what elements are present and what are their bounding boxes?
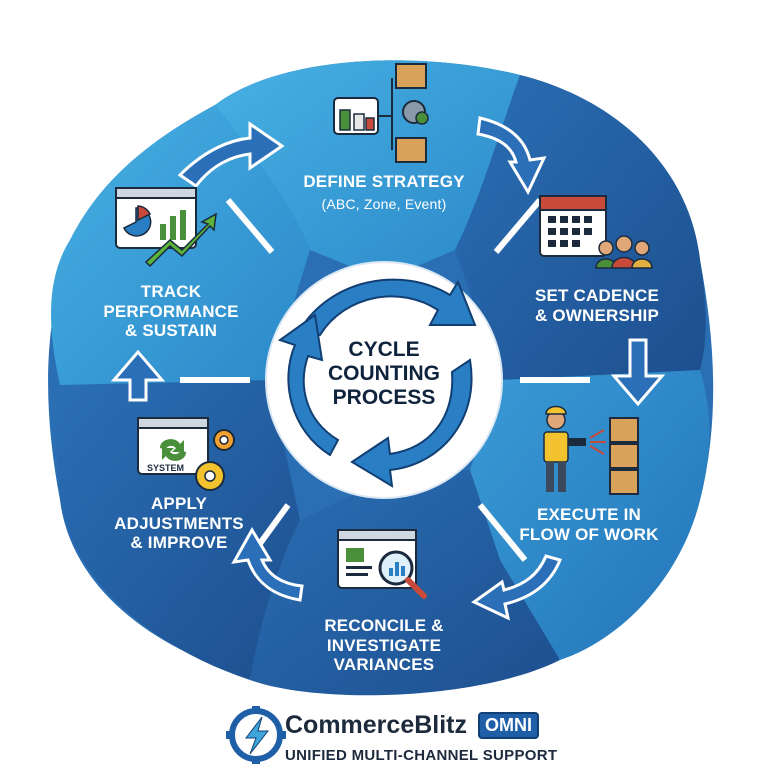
- step-define-subtitle: (ABC, Zone, Event): [321, 195, 447, 212]
- step-track-line3: & SUSTAIN: [124, 321, 218, 341]
- step-reconcile-line3: VARIANCES: [333, 655, 435, 675]
- arrow-track-to-define: [177, 121, 285, 189]
- step-apply-line3: & IMPROVE: [130, 533, 228, 553]
- magnifier-report-icon: [337, 529, 427, 599]
- step-cadence-label: SET CADENCE & OWNERSHIP: [512, 286, 682, 325]
- calendar-team-icon: [539, 195, 653, 269]
- arrow-reconcile-to-apply: [231, 527, 304, 602]
- segment-apply: [56, 380, 301, 680]
- brand-badge: OMNI: [478, 712, 539, 739]
- inventory-boxes-icon: [333, 63, 429, 163]
- step-apply-line1: APPLY: [150, 494, 208, 513]
- flow-arrows: [110, 116, 666, 621]
- arrow-cadence-to-execute: [610, 338, 666, 407]
- arrow-execute-to-reconcile: [471, 554, 563, 621]
- step-track-line2: PERFORMANCE: [103, 301, 239, 321]
- arrow-define-to-cadence: [476, 116, 547, 196]
- step-execute-line2: FLOW OF WORK: [519, 524, 659, 544]
- step-track-line1: TRACK: [140, 282, 202, 301]
- center-title-line3: PROCESS: [332, 386, 436, 410]
- step-apply-line2: ADJUSTMENTS: [114, 513, 244, 533]
- arrow-apply-to-track: [110, 349, 166, 402]
- brand-name: CommerceBlitz: [285, 711, 467, 739]
- brand-logo-icon: [226, 706, 286, 764]
- step-cadence-line2: & OWNERSHIP: [534, 305, 660, 325]
- step-track-label: TRACK PERFORMANCE & SUSTAIN: [86, 282, 256, 341]
- step-execute-line1: EXECUTE IN: [536, 505, 642, 524]
- center-title: CYCLE COUNTING PROCESS: [284, 338, 484, 410]
- center-title-line1: CYCLE: [348, 338, 420, 361]
- performance-chart-icon: [115, 187, 217, 268]
- segment-define: [215, 60, 520, 280]
- step-cadence-line1: SET CADENCE: [534, 286, 660, 305]
- step-reconcile-label: RECONCILE & INVESTIGATE VARIANCES: [294, 616, 474, 675]
- step-define-title: DEFINE STRATEGY: [303, 172, 465, 191]
- step-execute-label: EXECUTE IN FLOW OF WORK: [494, 505, 684, 544]
- system-gear-icon: SYSTEM: [137, 417, 235, 491]
- center-cycle-arrows: [277, 278, 477, 488]
- center-title-line2: COUNTING: [328, 362, 440, 386]
- segment-dividers: [180, 198, 590, 562]
- step-reconcile-line2: INVESTIGATE: [326, 635, 442, 655]
- step-reconcile-line1: RECONCILE &: [324, 616, 444, 635]
- system-icon-label: SYSTEM: [147, 463, 184, 473]
- step-define-label: DEFINE STRATEGY (ABC, Zone, Event): [270, 172, 498, 212]
- step-apply-label: APPLY ADJUSTMENTS & IMPROVE: [94, 494, 264, 553]
- brand-tagline: UNIFIED MULTI-CHANNEL SUPPORT: [285, 747, 558, 764]
- worker-scanner-icon: [543, 405, 639, 495]
